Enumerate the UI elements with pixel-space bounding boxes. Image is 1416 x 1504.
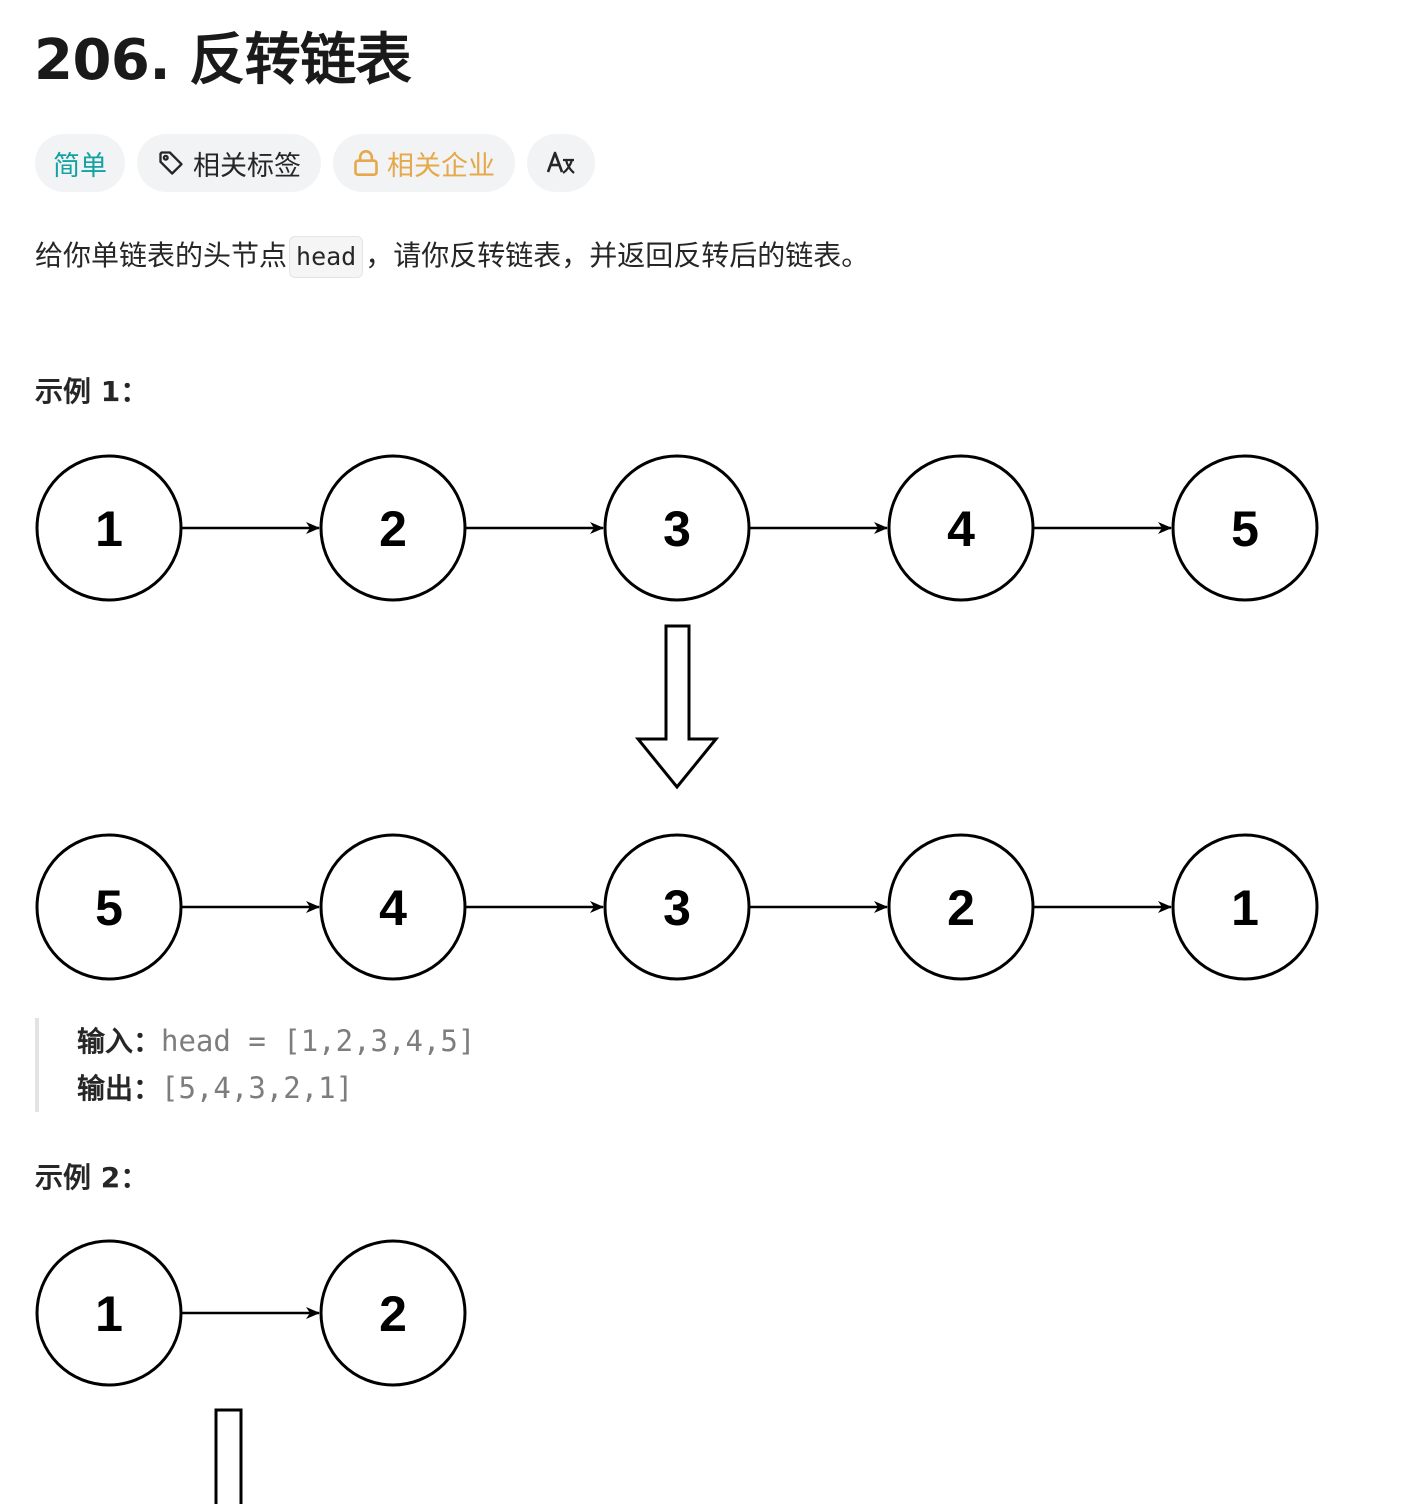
list-node: 2 (319, 454, 467, 602)
example-1-output: 输出：[5,4,3,2,1] (77, 1065, 475, 1112)
translate-button[interactable] (527, 134, 595, 192)
transform-down-arrow (634, 624, 720, 790)
example-2-before-list: 1 2 (35, 1239, 467, 1387)
difficulty-badge: 简单 (35, 134, 125, 192)
node-value: 2 (379, 501, 407, 557)
example-1-after-list: 5 4 3 2 1 (35, 833, 1319, 981)
output-label: 输出： (77, 1072, 162, 1105)
input-value: head = [1,2,3,4,5] (161, 1024, 476, 1058)
node-value: 2 (947, 880, 975, 936)
node-value: 3 (663, 501, 691, 557)
list-node: 1 (35, 454, 183, 602)
example-1-io-block: 输入：head = [1,2,3,4,5] 输出：[5,4,3,2,1] (35, 1018, 475, 1112)
related-tags-label: 相关标签 (193, 150, 301, 182)
related-companies-button[interactable]: 相关企业 (333, 134, 515, 192)
example-1-before-list: 1 2 3 4 5 (35, 454, 1319, 602)
node-value: 1 (1231, 880, 1259, 936)
node-value: 5 (95, 880, 123, 936)
node-value: 4 (379, 880, 407, 936)
node-value: 4 (947, 501, 975, 557)
list-node: 1 (1171, 833, 1319, 981)
node-value: 1 (95, 501, 123, 557)
node-value: 1 (95, 1286, 123, 1342)
list-node: 5 (1171, 454, 1319, 602)
lock-icon (353, 149, 379, 177)
related-tags-button[interactable]: 相关标签 (137, 134, 321, 192)
node-value: 3 (663, 880, 691, 936)
page-title: 206. 反转链表 (34, 28, 412, 93)
list-node: 3 (603, 454, 751, 602)
example-1-input: 输入：head = [1,2,3,4,5] (77, 1018, 475, 1065)
description-text-after: ，请你反转链表，并返回反转后的链表。 (365, 239, 870, 272)
related-companies-label: 相关企业 (387, 150, 495, 182)
list-node: 2 (887, 833, 1035, 981)
example-1-title: 示例 1： (35, 375, 149, 408)
tag-bar: 简单 相关标签 相关企业 (35, 134, 595, 192)
list-node: 3 (603, 833, 751, 981)
list-node: 4 (887, 454, 1035, 602)
list-node: 5 (35, 833, 183, 981)
node-value: 2 (379, 1286, 407, 1342)
description-text-before: 给你单链表的头节点 (35, 239, 288, 272)
list-node: 2 (319, 1239, 467, 1387)
list-node: 4 (319, 833, 467, 981)
translate-icon (546, 150, 576, 176)
inline-code-head: head (289, 236, 364, 278)
input-label: 输入： (77, 1025, 162, 1058)
output-value: [5,4,3,2,1] (161, 1071, 354, 1105)
node-value: 5 (1231, 501, 1259, 557)
tag-icon (157, 149, 185, 177)
list-node: 1 (35, 1239, 183, 1387)
example-2-title: 示例 2： (35, 1161, 149, 1194)
transform-down-arrow (214, 1408, 243, 1504)
